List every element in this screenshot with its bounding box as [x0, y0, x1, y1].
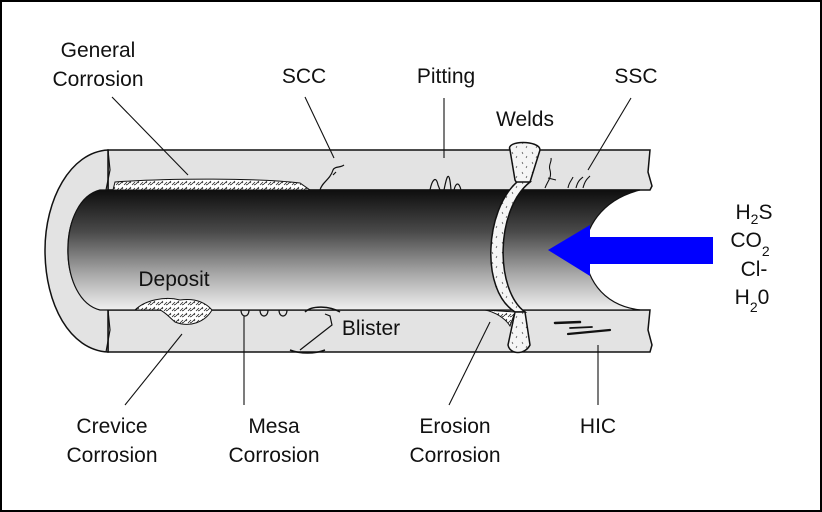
label-crevice-corrosion-line2: Corrosion [66, 444, 157, 467]
label-blister: Blister [342, 317, 400, 340]
species-h2s: H2S [736, 201, 773, 227]
flow-species: H2S CO2 Cl- H20 [730, 201, 772, 315]
label-erosion-corrosion-line2: Corrosion [409, 444, 500, 467]
label-pitting: Pitting [417, 65, 475, 88]
label-crevice-corrosion-line1: Crevice [76, 415, 147, 438]
label-general-corrosion-line1: General [61, 39, 136, 62]
label-erosion-corrosion-line1: Erosion [419, 415, 490, 438]
species-h2o: H20 [735, 286, 770, 315]
label-scc: SCC [282, 65, 326, 88]
species-cl: Cl- [741, 258, 768, 281]
label-deposit: Deposit [138, 268, 209, 291]
label-mesa-corrosion-line2: Corrosion [228, 444, 319, 467]
general-corrosion-layer [113, 179, 310, 190]
label-hic: HIC [580, 415, 616, 438]
species-co2: CO2 [730, 229, 770, 259]
label-general-corrosion-line2: Corrosion [52, 68, 143, 91]
label-mesa-corrosion-line1: Mesa [248, 415, 300, 438]
label-welds: Welds [496, 108, 554, 131]
label-ssc: SSC [614, 65, 657, 88]
